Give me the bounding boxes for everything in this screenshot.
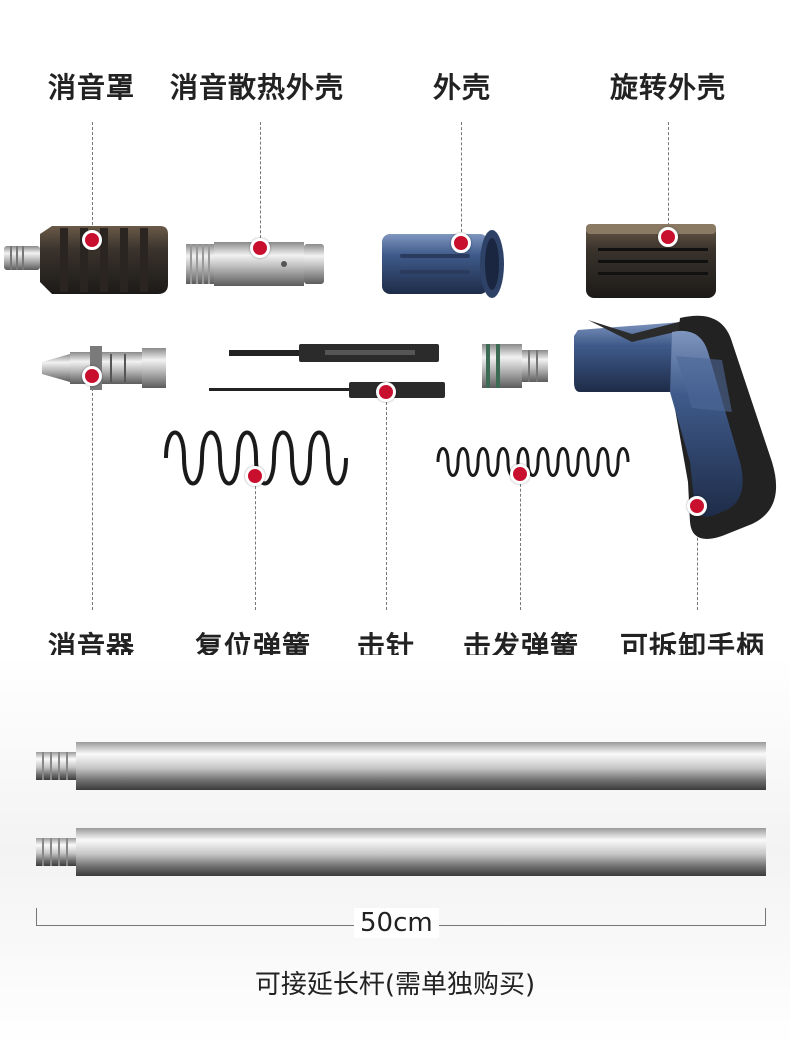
- silencer-image: [42, 346, 166, 390]
- extension-rod-caption: 可接延长杆(需单独购买): [254, 970, 536, 1000]
- firing-spring-image: [436, 447, 630, 477]
- marker-dot: [658, 227, 678, 247]
- detachable-handle-image: [574, 315, 777, 539]
- label-rotating-shell: 旋转外壳: [610, 71, 727, 104]
- marker-dot: [376, 382, 396, 402]
- leader-line: [260, 122, 261, 248]
- leader-line: [668, 122, 669, 236]
- connector-image: [482, 344, 548, 388]
- label-outer-shell: 外壳: [433, 71, 492, 104]
- leader-line: [386, 392, 387, 610]
- label-silencer-heat-shell: 消音散热外壳: [170, 71, 345, 104]
- marker-dot: [245, 466, 265, 486]
- outer-shell-image: [382, 230, 504, 298]
- leader-line: [255, 476, 256, 610]
- leader-line: [697, 508, 698, 610]
- leader-line: [461, 122, 462, 242]
- marker-dot: [451, 233, 471, 253]
- marker-dot: [82, 230, 102, 250]
- marker-dot: [687, 496, 707, 516]
- leader-line: [92, 378, 93, 610]
- marker-dot: [510, 464, 530, 484]
- extension-rod-2: [36, 828, 766, 876]
- return-spring-image: [164, 430, 348, 486]
- extension-rod-1: [36, 742, 766, 790]
- marker-dot: [82, 366, 102, 386]
- marker-dot: [250, 238, 270, 258]
- silencer-heat-shell-image: [186, 242, 324, 286]
- leader-line: [92, 122, 93, 240]
- leader-line: [520, 474, 521, 610]
- silencer-cover-image: [4, 226, 168, 294]
- label-silencer-cover: 消音罩: [48, 71, 136, 104]
- length-dimension: 50cm: [36, 906, 766, 938]
- length-value: 50cm: [354, 908, 439, 938]
- firing-pin-image: [209, 344, 445, 398]
- rotating-shell-image: [586, 224, 716, 298]
